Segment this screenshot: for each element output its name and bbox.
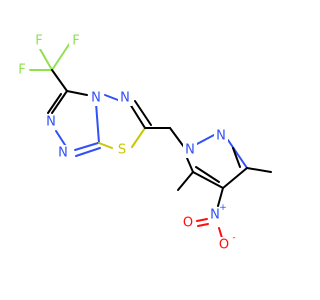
- atom-n-tri-a: N: [46, 115, 56, 130]
- bond-cf3-c3: [51, 69, 68, 92]
- bond-n-thia-c6: [129, 103, 146, 129]
- atom-o-nitro-a: O: [183, 216, 193, 231]
- bond-n-nitro-o-b: [218, 227, 223, 239]
- bond-c5pz-n-pz1: [186, 157, 194, 173]
- bond-c6-s: [131, 127, 146, 148]
- bond-n-pz1-n-pz2: [196, 134, 215, 145]
- atom-n-thiadiazole: N: [120, 91, 130, 106]
- bond-c3pz-methyl: [246, 167, 272, 173]
- bond-n-pz2-c3pz-double: [232, 147, 241, 168]
- bond-n-tri-c-c8a: [95, 102, 100, 144]
- bond-ch2-n-pz1: [169, 127, 185, 148]
- bond-c3pz-c4pz: [222, 167, 248, 189]
- bond-n-pz2-c3pz: [227, 139, 248, 169]
- bond-c4pz-n-nitro: [217, 187, 224, 207]
- atom-n-tri-b: N: [58, 146, 68, 161]
- bond-s-c8a: [98, 142, 113, 149]
- atom-f1: F: [35, 34, 42, 49]
- bond-c5pz-methyl: [177, 171, 194, 191]
- charge-n-nitro: +: [219, 203, 227, 213]
- molecule-structure: F F F N N N N S N N N + O O -: [15, 33, 272, 253]
- bond-c3-n-tri-a: [51, 90, 68, 114]
- bond-c4pz-c5pz: [192, 171, 224, 189]
- bond-n-tri-b-c8a: [74, 142, 99, 151]
- atom-n-pyrazole-1: N: [185, 143, 195, 158]
- bond-n-tri-b-c8a-double: [75, 147, 101, 157]
- atom-n-nitro: N: [210, 208, 220, 223]
- atom-f2: F: [72, 34, 79, 49]
- bonds: [29, 42, 272, 239]
- charge-o-nitro-b: -: [232, 233, 235, 243]
- bond-n-nitro-o-a: [196, 218, 208, 222]
- atom-labels: F F F N N N N S N N N + O O -: [15, 33, 236, 253]
- bond-cf3-f2: [51, 42, 71, 71]
- atom-o-nitro-b: O: [219, 238, 229, 253]
- molecule-diagram: F F F N N N N S N N N + O O -: [15, 33, 272, 253]
- bond-c3-n-tri-a-double: [47, 93, 62, 114]
- atom-f3: F: [18, 63, 25, 78]
- atom-n-tri-c: N: [91, 91, 101, 106]
- bond-n-thia-c6-double: [134, 100, 152, 126]
- bond-n-nitro-o-a-double: [197, 223, 209, 227]
- atom-s-thiadiazole: S: [118, 143, 126, 158]
- atom-n-pyrazole-2: N: [216, 129, 226, 144]
- bond-c4pz-c5pz-double: [195, 166, 220, 183]
- bond-n-tri-c-n-thia: [104, 94, 119, 101]
- bond-cf3-f1: [39, 48, 53, 71]
- bond-c3-n-tri-c: [66, 90, 88, 96]
